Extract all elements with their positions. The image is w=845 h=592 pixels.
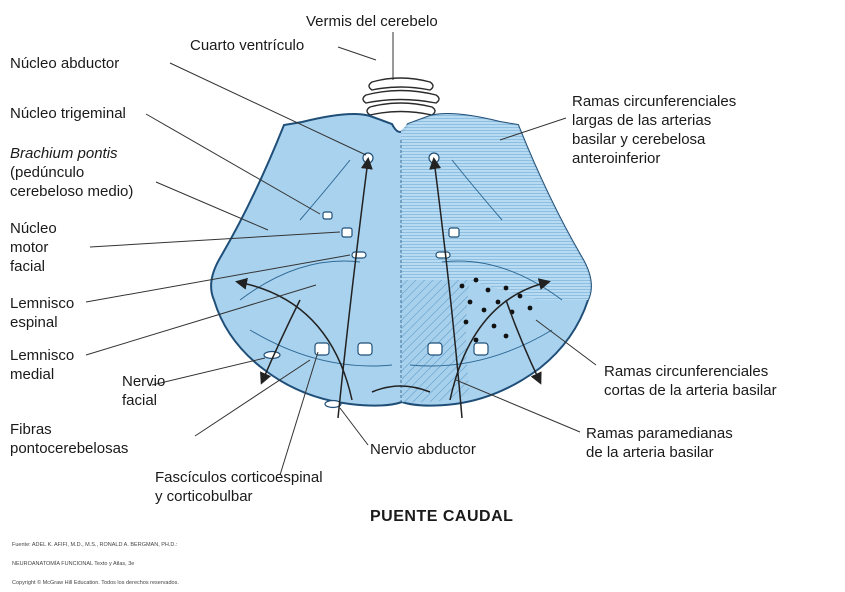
pons-diagram: [85, 32, 597, 476]
medial-lemniscus-left: [314, 342, 330, 356]
label-motor-1: Núcleo: [10, 220, 57, 237]
label-nervio-abductor: Nervio abductor: [370, 441, 476, 458]
label-nucleo-trigeminal: Núcleo trigeminal: [10, 105, 126, 122]
label-ramas-paramedianas-1: Ramas paramedianas: [586, 425, 733, 442]
label-ramas-largas-3: basilar y cerebelosa: [572, 131, 706, 148]
arterial-arrows: [235, 157, 551, 419]
abducens-nerve-root: [324, 399, 342, 409]
label-nervio-facial-1: Nervio: [122, 373, 166, 390]
facial-motor-nucleus-left: [341, 227, 353, 238]
vermis-folia: [362, 77, 440, 116]
label-lemnisco-espinal-2: espinal: [10, 314, 58, 331]
label-ramas-largas-2: largas de las arterias: [572, 112, 712, 129]
trigeminal-nucleus-left: [322, 211, 333, 220]
label-ramas-largas-1: Ramas circunferenciales: [572, 93, 737, 110]
spinal-lemniscus-left: [351, 251, 367, 259]
paramedian-territory: [401, 280, 470, 403]
label-brachium-3: cerebeloso medio): [10, 183, 134, 200]
label-motor-3: facial: [10, 258, 46, 275]
source-line-2: NEUROANATOMÍA FUNCIONAL Texto y Atlas, 3…: [12, 561, 135, 568]
label-fibras-2: pontocerebelosas: [10, 440, 129, 457]
label-ramas-cortas-1: Ramas circunferenciales: [604, 363, 769, 380]
label-brachium-pontis: Brachium pontis: [10, 145, 118, 162]
label-lemnisco-medial-1: Lemnisco: [10, 347, 75, 364]
leader-lines: [85, 32, 597, 476]
source-credit: Fuente: ADEL K. AFIFI, M.D., M.S., RONAL…: [12, 530, 179, 592]
long-circumferential-territory: [401, 114, 591, 300]
diagram-title: PUENTE CAUDAL: [370, 508, 514, 525]
label-nucleo-abductor: Núcleo abductor: [10, 55, 120, 72]
label-lemnisco-espinal-1: Lemnisco: [10, 295, 75, 312]
label-cuarto-ventriculo: Cuarto ventrículo: [190, 37, 305, 54]
label-ramas-cortas-2: cortas de la arteria basilar: [604, 382, 777, 399]
short-circumferential-dots: [459, 277, 533, 343]
label-ramas-largas-4: anteroinferior: [572, 150, 661, 167]
internal-curves: [239, 159, 563, 367]
label-fibras-1: Fibras: [10, 421, 52, 438]
label-fasciculos-1: Fascículos corticoespinal: [155, 469, 323, 486]
label-vermis: Vermis del cerebelo: [306, 13, 438, 30]
label-fasciculos-2: y corticobulbar: [155, 488, 253, 505]
source-line-3: Copyright © McGraw Hill Education. Todos…: [12, 579, 179, 586]
label-motor-2: motor: [10, 239, 49, 256]
label-ramas-paramedianas-2: de la arteria basilar: [586, 444, 714, 461]
label-nervio-facial-2: facial: [122, 392, 158, 409]
label-lemnisco-medial-2: medial: [10, 366, 55, 383]
label-brachium-2: (pedúnculo: [10, 164, 85, 181]
source-line-1: Fuente: ADEL K. AFIFI, M.D., M.S., RONAL…: [12, 542, 178, 549]
